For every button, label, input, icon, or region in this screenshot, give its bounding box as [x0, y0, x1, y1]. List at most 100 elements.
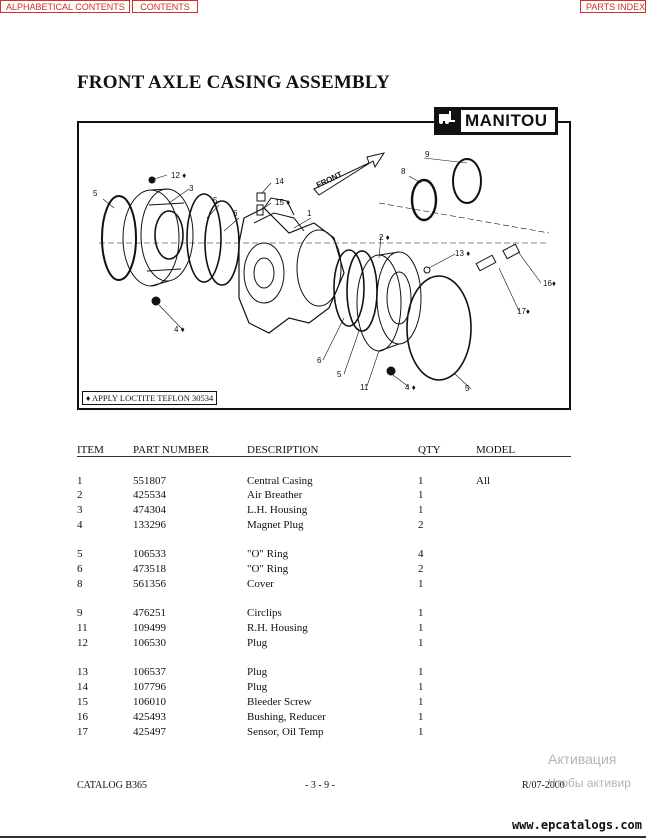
- cell-part: 473518: [133, 563, 166, 575]
- callout-label: 15 ♦: [275, 198, 290, 207]
- cell-item: 1: [77, 475, 83, 487]
- manitou-logo: MANITOU: [434, 107, 558, 135]
- header-model: MODEL: [476, 444, 516, 456]
- parts-index-link[interactable]: PARTS INDEX: [580, 0, 646, 13]
- callout-label: 5: [213, 196, 218, 205]
- cell-desc: L.H. Housing: [247, 504, 308, 516]
- callout-label: 14: [275, 177, 284, 186]
- callout-label: 4 ♦: [174, 325, 185, 334]
- callout-label: 17♦: [517, 307, 530, 316]
- cell-item: 13: [77, 666, 88, 678]
- cell-part: 425497: [133, 726, 166, 738]
- cell-item: 4: [77, 519, 83, 531]
- cell-part: 551807: [133, 475, 166, 487]
- cell-part: 106530: [133, 637, 166, 649]
- page-title: FRONT AXLE CASING ASSEMBLY: [77, 72, 390, 93]
- cell-item: 17: [77, 726, 88, 738]
- header-part-number: PART NUMBER: [133, 444, 210, 456]
- cell-item: 6: [77, 563, 83, 575]
- cell-qty: 1: [418, 726, 424, 738]
- callout-label: 9: [425, 150, 430, 159]
- callout-label: 2 ♦: [379, 233, 390, 242]
- axle-exploded-drawing: FRONT 12 ♦ 3 5 5 6 14 15 ♦ 1 9 8 2 ♦ 13 …: [93, 150, 556, 393]
- cell-qty: 1: [418, 622, 424, 634]
- activation-watermark-sub: Чтобы активир: [548, 776, 631, 790]
- cell-qty: 2: [418, 519, 424, 531]
- cell-desc: Circlips: [247, 607, 282, 619]
- cell-qty: 1: [418, 711, 424, 723]
- cell-qty: 1: [418, 696, 424, 708]
- cell-part: 106010: [133, 696, 166, 708]
- table-row: 2 425534 Air Breather 1: [0, 488, 646, 503]
- cell-model: All: [476, 475, 491, 487]
- brand-name: MANITOU: [465, 111, 548, 130]
- callout-label: 8: [401, 167, 406, 176]
- callout-label: 4 ♦: [405, 383, 416, 392]
- header-item: ITEM: [77, 444, 104, 456]
- cell-qty: 1: [418, 475, 424, 487]
- callout-label: 12 ♦: [171, 171, 186, 180]
- cell-part: 561356: [133, 578, 166, 590]
- cell-part: 474304: [133, 504, 166, 516]
- cell-item: 12: [77, 637, 88, 649]
- cell-part: 106537: [133, 666, 166, 678]
- cell-part: 425493: [133, 711, 166, 723]
- exploded-diagram: FRONT 12 ♦ 3 5 5 6 14 15 ♦ 1 9 8 2 ♦ 13 …: [77, 107, 571, 410]
- loctite-note: ♦ APPLY LOCTITE TEFLON 30534: [82, 391, 218, 405]
- cell-desc: Magnet Plug: [247, 519, 304, 531]
- cell-part: 425534: [133, 489, 166, 501]
- catalog-code: CATALOG B365: [77, 780, 148, 791]
- cell-desc: Central Casing: [247, 475, 313, 487]
- cell-part: 476251: [133, 607, 166, 619]
- cell-desc: Air Breather: [247, 489, 303, 501]
- cell-qty: 2: [418, 563, 424, 575]
- table-row: 17 425497 Sensor, Oil Temp 1: [0, 725, 646, 740]
- cell-item: 2: [77, 489, 83, 501]
- cell-item: 3: [77, 504, 83, 516]
- cell-desc: R.H. Housing: [247, 622, 308, 634]
- cell-qty: 1: [418, 578, 424, 590]
- cell-item: 5: [77, 548, 83, 560]
- table-row: 1 551807 Central Casing 1 All: [0, 474, 646, 489]
- cell-qty: 1: [418, 489, 424, 501]
- header-qty: QTY: [418, 444, 441, 456]
- cell-qty: 1: [418, 504, 424, 516]
- alphabetical-contents-link[interactable]: ALPHABETICAL CONTENTS: [0, 0, 130, 13]
- table-row: 3 474304 L.H. Housing 1: [0, 503, 646, 518]
- cell-desc: Plug: [247, 637, 268, 649]
- cell-desc: "O" Ring: [247, 563, 289, 575]
- cell-item: 11: [77, 622, 88, 634]
- cell-qty: 1: [418, 607, 424, 619]
- bottom-border: [0, 836, 646, 838]
- cell-item: 8: [77, 578, 83, 590]
- activation-watermark: Активация: [548, 751, 617, 767]
- callout-label: 1: [307, 209, 312, 218]
- callout-label: 3: [189, 184, 194, 193]
- cell-desc: Sensor, Oil Temp: [247, 726, 324, 738]
- contents-link[interactable]: CONTENTS: [132, 0, 198, 13]
- callout-label: 6: [317, 356, 322, 365]
- cell-part: 133296: [133, 519, 166, 531]
- callout-label: 5: [93, 189, 98, 198]
- cell-qty: 4: [418, 548, 424, 560]
- cell-qty: 1: [418, 681, 424, 693]
- callout-label: 11: [360, 383, 369, 392]
- header-description: DESCRIPTION: [247, 444, 319, 456]
- cell-part: 107796: [133, 681, 166, 693]
- callout-label: 16♦: [543, 279, 556, 288]
- cell-desc: Bushing, Reducer: [247, 711, 326, 723]
- front-direction-label: FRONT: [315, 170, 344, 190]
- cell-desc: Plug: [247, 681, 268, 693]
- page-number: - 3 - 9 -: [305, 780, 335, 791]
- cell-item: 9: [77, 607, 83, 619]
- table-row: 4 133296 Magnet Plug 2: [0, 518, 646, 533]
- cell-item: 14: [77, 681, 88, 693]
- website-url: www.epcatalogs.com: [511, 818, 642, 832]
- cell-desc: Bleeder Screw: [247, 696, 312, 708]
- cell-desc: Cover: [247, 578, 274, 590]
